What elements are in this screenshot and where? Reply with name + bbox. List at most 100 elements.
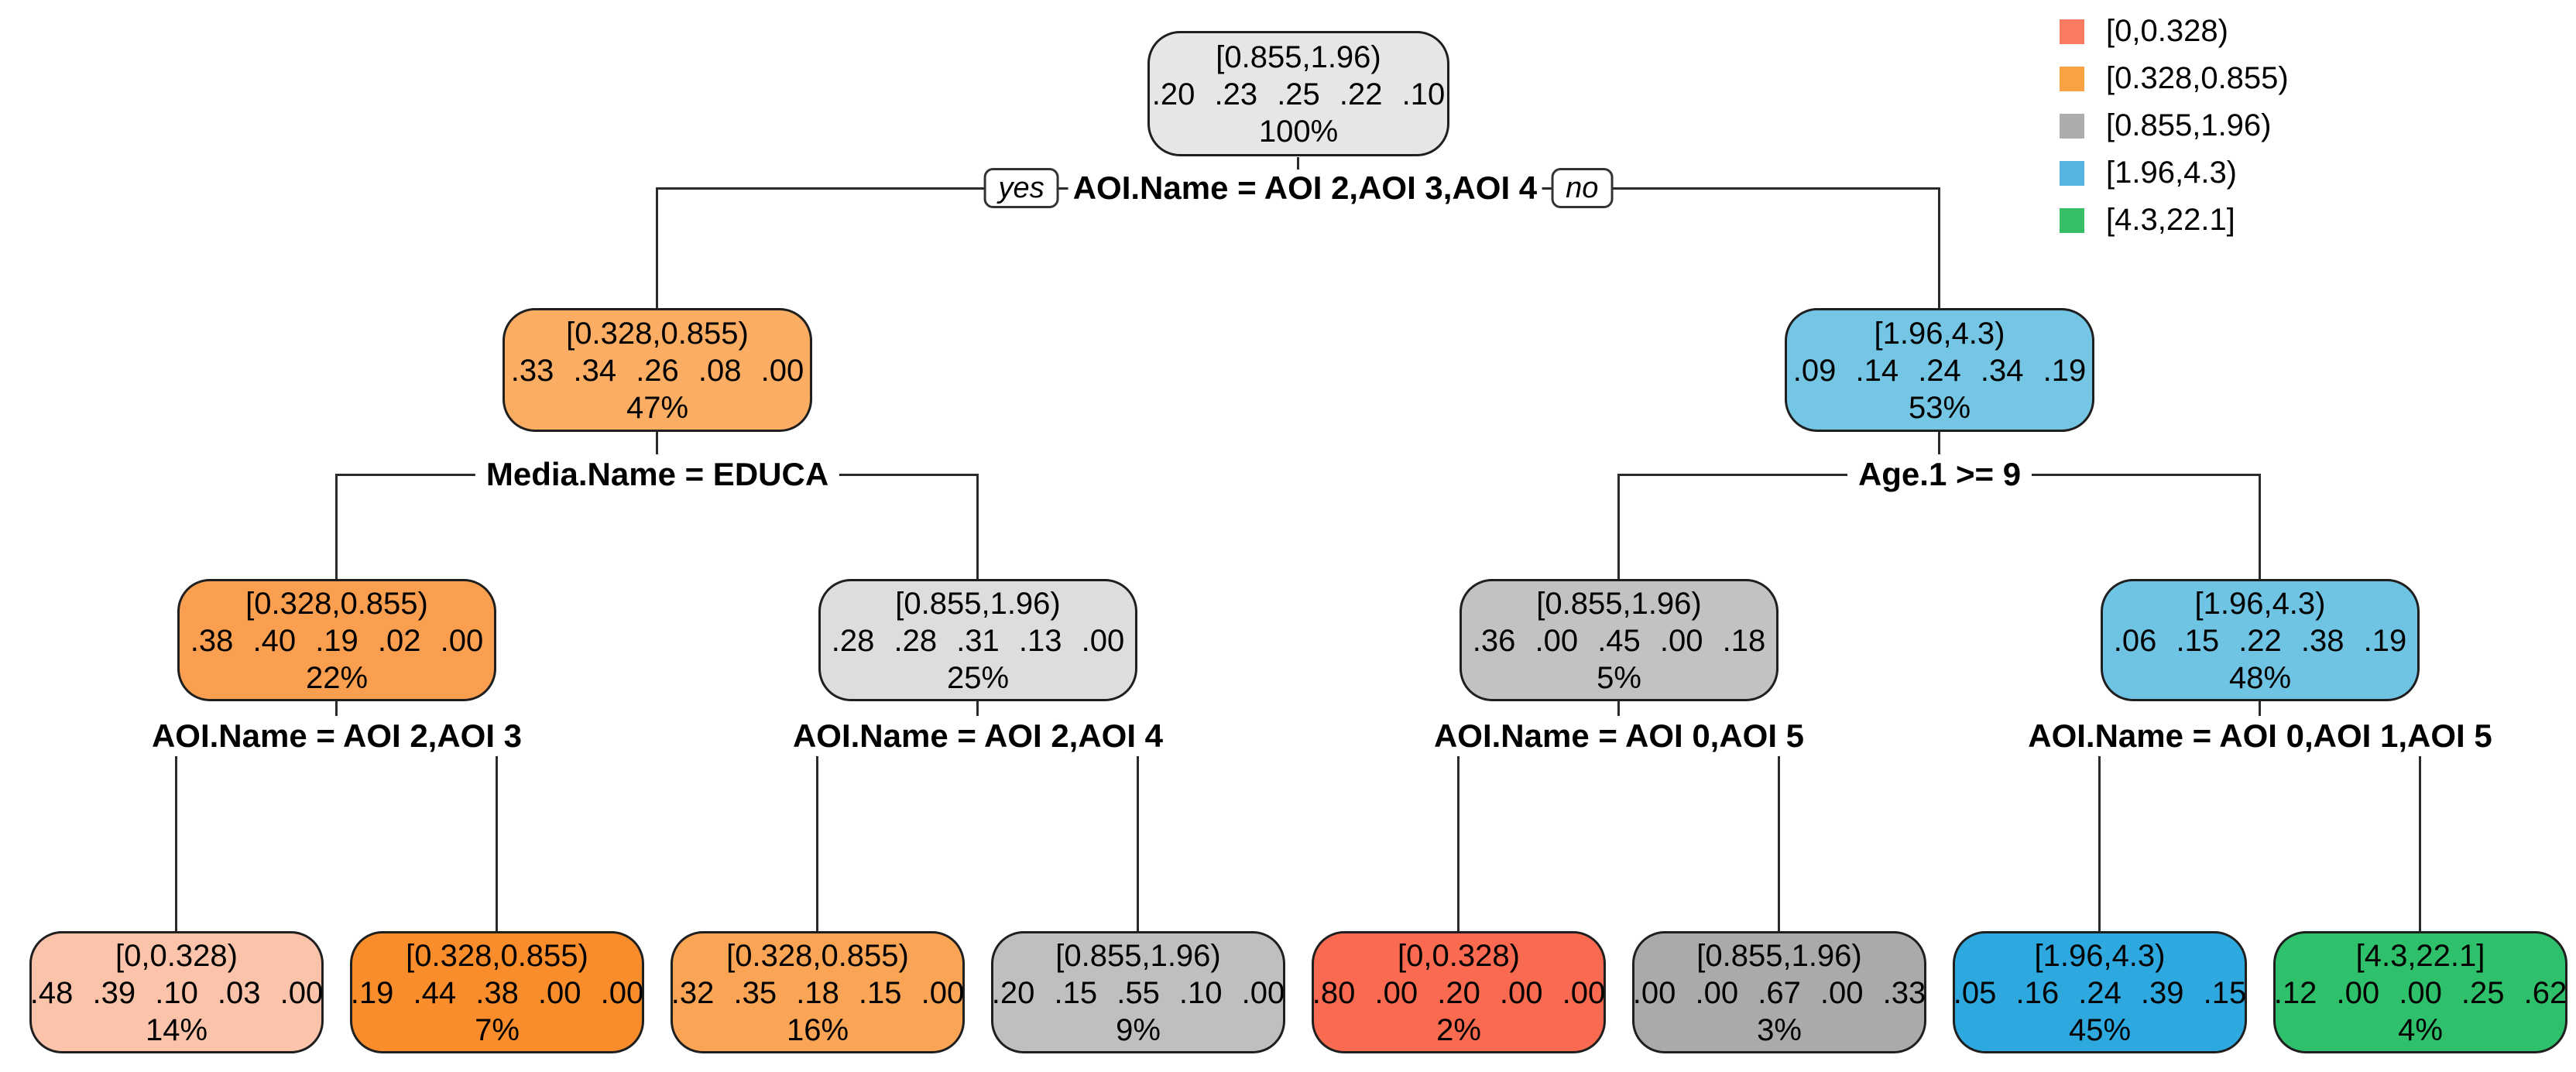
- branch-line: [816, 735, 818, 931]
- node-probabilities: .20 .23 .25 .22 .10: [1151, 77, 1446, 111]
- branch-line: [656, 187, 658, 308]
- legend-swatch-icon: [2060, 113, 2084, 139]
- branch-line: [1457, 735, 1460, 931]
- split-label: AOI.Name = AOI 0,AOI 5: [1422, 716, 1816, 756]
- node-interval: [1.96,4.3): [2194, 587, 2326, 621]
- branch-line: [175, 735, 177, 931]
- node-interval: [0.328,0.855): [566, 317, 749, 351]
- legend-item: [0,0.328): [2060, 14, 2289, 49]
- legend-swatch-icon: [2060, 160, 2084, 186]
- node-percent: 48%: [2228, 661, 2292, 695]
- node-interval: [0.328,0.855): [245, 587, 428, 621]
- legend-item: [0.855,1.96): [2060, 108, 2289, 143]
- tree-node: [0.328,0.855) .38 .40 .19 .02 .00 22%: [177, 579, 496, 701]
- node-percent: 22%: [305, 661, 369, 695]
- node-percent: 45%: [2068, 1013, 2132, 1047]
- node-interval: [0,0.328): [1398, 939, 1520, 973]
- tree-leaf: [4.3,22.1] .12 .00 .00 .25 .62 4%: [2273, 931, 2567, 1053]
- node-interval: [0.855,1.96): [1055, 939, 1221, 973]
- branch-line: [656, 430, 658, 475]
- split-label: AOI.Name = AOI 2,AOI 3: [140, 716, 533, 756]
- node-probabilities: .12 .00 .00 .25 .62: [2273, 976, 2567, 1010]
- legend-label: [0,0.328): [2106, 14, 2228, 48]
- node-probabilities: .00 .00 .67 .00 .33: [1632, 976, 1926, 1010]
- legend-label: [0.855,1.96): [2106, 108, 2272, 142]
- branch-line: [2259, 474, 2261, 579]
- split-label: Age.1 >= 9: [1847, 454, 2032, 495]
- node-interval: [1.96,4.3): [2034, 939, 2166, 973]
- split-label: AOI.Name = AOI 2,AOI 4: [781, 716, 1175, 756]
- legend-item: [0.328,0.855): [2060, 61, 2289, 96]
- node-interval: [0.328,0.855): [406, 939, 588, 973]
- tree-node: [1.96,4.3) .06 .15 .22 .38 .19 48%: [2101, 579, 2420, 701]
- node-probabilities: .32 .35 .18 .15 .00: [671, 976, 965, 1010]
- node-probabilities: .48 .39 .10 .03 .00: [29, 976, 324, 1010]
- tree-node: [0.328,0.855) .33 .34 .26 .08 .00 47%: [503, 308, 812, 432]
- node-percent: 9%: [1116, 1013, 1161, 1047]
- node-probabilities: .06 .15 .22 .38 .19: [2113, 624, 2407, 658]
- legend-swatch-icon: [2060, 207, 2084, 233]
- branch-line: [1938, 187, 1940, 308]
- split-label: Media.Name = EDUCA: [475, 454, 840, 495]
- node-percent: 7%: [475, 1013, 520, 1047]
- yes-branch-label: yes: [983, 168, 1059, 208]
- node-interval: [0.855,1.96): [895, 587, 1061, 621]
- tree-node: [0.855,1.96) .36 .00 .45 .00 .18 5%: [1460, 579, 1779, 701]
- branch-line: [1938, 430, 1940, 475]
- tree-leaf: [0,0.328) .80 .00 .20 .00 .00 2%: [1312, 931, 1606, 1053]
- branch-line: [496, 735, 498, 931]
- legend-item: [4.3,22.1]: [2060, 203, 2289, 238]
- node-probabilities: .80 .00 .20 .00 .00: [1312, 976, 1606, 1010]
- node-interval: [1.96,4.3): [1874, 317, 2005, 351]
- legend-label: [1.96,4.3): [2106, 156, 2238, 190]
- legend-swatch-icon: [2060, 19, 2084, 44]
- legend-label: [4.3,22.1]: [2106, 203, 2235, 237]
- legend: [0,0.328) [0.328,0.855) [0.855,1.96) [1.…: [2060, 14, 2289, 238]
- split-label: AOI.Name = AOI 2,AOI 3,AOI 4: [1068, 170, 1542, 207]
- branch-line: [2419, 735, 2421, 931]
- node-interval: [0.855,1.96): [1536, 587, 1702, 621]
- node-probabilities: .05 .16 .24 .39 .15: [1953, 976, 2247, 1010]
- node-probabilities: .28 .28 .31 .13 .00: [831, 624, 1125, 658]
- node-interval: [0.328,0.855): [726, 939, 909, 973]
- branch-line: [976, 474, 979, 579]
- node-probabilities: .38 .40 .19 .02 .00: [190, 624, 484, 658]
- tree-node: [0.855,1.96) .28 .28 .31 .13 .00 25%: [818, 579, 1137, 701]
- legend-label: [0.328,0.855): [2106, 61, 2289, 95]
- tree-leaf: [0.855,1.96) .20 .15 .55 .10 .00 9%: [991, 931, 1285, 1053]
- branch-line: [2098, 735, 2101, 931]
- node-interval: [4.3,22.1]: [2355, 939, 2485, 973]
- node-percent: 100%: [1258, 115, 1339, 149]
- branch-line: [1617, 474, 1620, 579]
- tree-leaf: [0.855,1.96) .00 .00 .67 .00 .33 3%: [1632, 931, 1926, 1053]
- node-probabilities: .19 .44 .38 .00 .00: [350, 976, 644, 1010]
- tree-node-root: [0.855,1.96) .20 .23 .25 .22 .10 100%: [1147, 31, 1449, 156]
- node-probabilities: .20 .15 .55 .10 .00: [991, 976, 1285, 1010]
- tree-node: [1.96,4.3) .09 .14 .24 .34 .19 53%: [1785, 308, 2094, 432]
- split-label: AOI.Name = AOI 0,AOI 1,AOI 5: [2017, 716, 2503, 756]
- node-percent: 5%: [1597, 661, 1641, 695]
- node-percent: 47%: [626, 391, 689, 425]
- branch-line: [1137, 735, 1139, 931]
- node-probabilities: .09 .14 .24 .34 .19: [1792, 354, 2087, 388]
- tree-leaf: [0.328,0.855) .19 .44 .38 .00 .00 7%: [350, 931, 644, 1053]
- node-percent: 2%: [1436, 1013, 1481, 1047]
- node-interval: [0,0.328): [115, 939, 238, 973]
- branch-line: [1778, 735, 1780, 931]
- node-percent: 4%: [2398, 1013, 2443, 1047]
- node-probabilities: .33 .34 .26 .08 .00: [510, 354, 804, 388]
- node-percent: 53%: [1908, 391, 1971, 425]
- tree-leaf: [0.328,0.855) .32 .35 .18 .15 .00 16%: [671, 931, 965, 1053]
- node-percent: 3%: [1757, 1013, 1802, 1047]
- tree-leaf: [0,0.328) .48 .39 .10 .03 .00 14%: [29, 931, 324, 1053]
- root-split: yes AOI.Name = AOI 2,AOI 3,AOI 4 no: [983, 168, 1614, 208]
- no-branch-label: no: [1551, 168, 1614, 208]
- tree-leaf: [1.96,4.3) .05 .16 .24 .39 .15 45%: [1953, 931, 2247, 1053]
- node-probabilities: .36 .00 .45 .00 .18: [1472, 624, 1766, 658]
- node-percent: 25%: [946, 661, 1010, 695]
- node-percent: 16%: [786, 1013, 849, 1047]
- node-interval: [0.855,1.96): [1696, 939, 1862, 973]
- legend-item: [1.96,4.3): [2060, 156, 2289, 190]
- node-interval: [0.855,1.96): [1216, 40, 1381, 74]
